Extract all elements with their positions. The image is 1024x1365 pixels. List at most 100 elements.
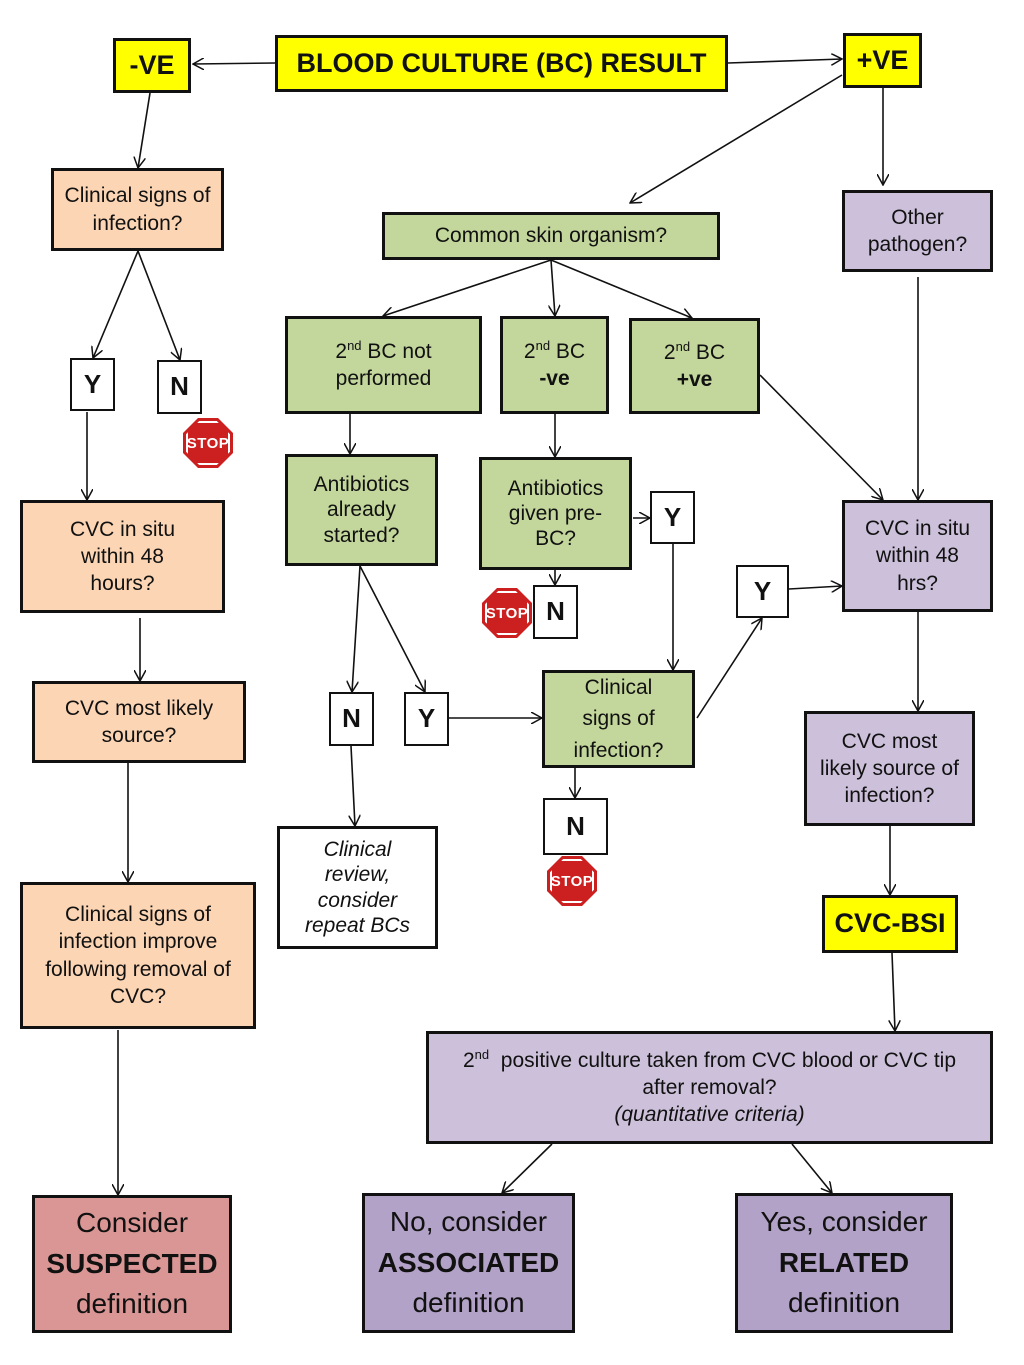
- stop-sign-icon: STOP: [482, 588, 532, 638]
- antibiotics-already-started-text: Antibiotics already started?: [313, 473, 410, 547]
- left-clinical-signs-text: Clinical signs of infection?: [64, 184, 211, 235]
- associated-definition-box: No, consider ASSOCIATED definition: [362, 1193, 575, 1333]
- arrow-second-to-related: [791, 1143, 832, 1193]
- arrow-signs-to-n: [137, 250, 180, 360]
- related-post: definition: [787, 1287, 901, 1319]
- related-bold: RELATED: [778, 1246, 910, 1278]
- second-positive-culture-num: 2: [462, 1048, 475, 1072]
- abx-given-yes-box: Y: [650, 491, 695, 544]
- antibiotics-already-started-box: Antibiotics already started?: [285, 454, 438, 566]
- blood-culture-result-box: BLOOD CULTURE (BC) RESULT: [275, 35, 728, 92]
- arrow-neg-to-signs: [138, 92, 151, 168]
- right-cvc-in-situ-text: CVC in situ within 48 hrs?: [864, 517, 971, 595]
- second-bc-positive-label: BC: [690, 340, 726, 364]
- arrow-signs-to-ycvc: [696, 618, 762, 719]
- suspected-post: definition: [75, 1288, 189, 1320]
- antibiotics-given-pre-bc-text: Antibiotics given pre-BC?: [507, 476, 604, 551]
- common-skin-organism-box: Common skin organism?: [382, 212, 720, 260]
- suspected-pre: Consider: [75, 1207, 189, 1239]
- middle-signs-yes-box: Y: [736, 565, 789, 618]
- second-bc-positive-sup: nd: [675, 338, 691, 354]
- middle-signs-yes-label: Y: [753, 575, 772, 606]
- arrow-abx-to-y: [359, 565, 425, 692]
- associated-pre: No, consider: [389, 1206, 548, 1238]
- middle-signs-no-label: N: [566, 810, 585, 841]
- positive-result-box: +VE: [843, 33, 922, 88]
- second-bc-not-performed-box: 2nd BC not performed: [285, 316, 482, 414]
- blood-culture-result-title: BLOOD CULTURE (BC) RESULT: [296, 47, 707, 78]
- right-cvc-in-situ-box: CVC in situ within 48 hrs?: [842, 500, 993, 612]
- related-pre: Yes, consider: [760, 1206, 928, 1238]
- negative-label: -VE: [129, 49, 175, 80]
- arrow-title-to-pos: [727, 59, 842, 63]
- left-cvc-in-situ-box: CVC in situ within 48 hours?: [20, 500, 225, 613]
- left-yes-box: Y: [70, 358, 115, 411]
- stop-sign-icon: STOP: [183, 418, 233, 468]
- second-bc-negative-line1: 2nd BC: [524, 338, 585, 365]
- left-clinical-signs-box: Clinical signs of infection?: [51, 168, 224, 251]
- arrow-bcpos-to-cvc: [759, 374, 883, 500]
- arrow-title-to-neg: [193, 63, 276, 64]
- abx-started-yes-box: Y: [404, 692, 449, 746]
- positive-label: +VE: [856, 44, 909, 75]
- left-cvc-in-situ-text: CVC in situ within 48 hours?: [69, 517, 176, 596]
- second-positive-culture-sup: nd: [474, 1046, 490, 1062]
- left-no-box: N: [157, 360, 202, 414]
- right-cvc-source-text: CVC most likely source of infection?: [820, 729, 959, 808]
- arrow-skin-to-pos: [550, 259, 692, 318]
- abx-given-yes-label: Y: [663, 501, 682, 532]
- abx-given-no-box: N: [533, 585, 578, 639]
- middle-clinical-signs-box: Clinical signs of infection?: [542, 670, 695, 768]
- abx-started-no-label: N: [342, 703, 361, 734]
- associated-post: definition: [412, 1287, 525, 1319]
- second-positive-culture-text: 2nd positive culture taken from CVC bloo…: [429, 1047, 990, 1102]
- left-no-label: N: [170, 371, 189, 402]
- second-bc-negative-label: BC: [550, 339, 586, 363]
- arrow-pos-to-skin: [630, 74, 843, 203]
- clinical-review-text: Clinical review, consider repeat BCs: [304, 838, 411, 937]
- arrow-y-to-cvc-right: [788, 586, 842, 589]
- arrow-second-to-assoc: [502, 1143, 553, 1193]
- cvc-bsi-label: CVC-BSI: [834, 908, 946, 939]
- clinical-review-box: Clinical review, consider repeat BCs: [277, 826, 438, 949]
- other-pathogen-text: Other pathogen?: [867, 205, 968, 256]
- arrow-review-down: [351, 745, 355, 826]
- arrow-bsi-to-second: [892, 952, 895, 1031]
- left-improve-box: Clinical signs of infection improve foll…: [20, 882, 256, 1029]
- related-definition-box: Yes, consider RELATED definition: [735, 1193, 953, 1333]
- negative-result-box: -VE: [113, 38, 191, 93]
- second-bc-positive-bold: +ve: [676, 368, 713, 391]
- suspected-definition-box: Consider SUSPECTED definition: [32, 1195, 232, 1333]
- abx-started-yes-label: Y: [417, 703, 436, 734]
- second-bc-positive-line1: 2nd BC: [664, 339, 725, 366]
- second-bc-positive-box: 2nd BC +ve: [629, 318, 760, 414]
- second-bc-negative-sup: nd: [535, 337, 551, 353]
- stop-sign-label: STOP: [186, 434, 230, 452]
- other-pathogen-box: Other pathogen?: [842, 190, 993, 272]
- common-skin-organism-text: Common skin organism?: [434, 224, 668, 248]
- second-bc-not-performed-num: 2: [335, 339, 348, 363]
- left-yes-label: Y: [83, 368, 102, 399]
- second-bc-negative-num: 2: [523, 339, 536, 363]
- second-bc-negative-box: 2nd BC -ve: [500, 316, 609, 414]
- abx-started-no-box: N: [329, 692, 374, 746]
- second-positive-culture-box: 2nd positive culture taken from CVC bloo…: [426, 1031, 993, 1144]
- second-positive-culture-label: positive culture taken from CVC blood or…: [489, 1048, 962, 1099]
- middle-clinical-signs-text: Clinical signs of infection?: [573, 675, 664, 762]
- abx-given-no-label: N: [546, 596, 565, 627]
- associated-bold: ASSOCIATED: [377, 1246, 560, 1278]
- second-bc-not-performed-text: 2nd BC not performed: [288, 338, 479, 393]
- arrow-abx-to-n: [352, 565, 361, 692]
- arrow-signs-to-y: [93, 250, 139, 358]
- antibiotics-given-pre-bc-box: Antibiotics given pre-BC?: [479, 457, 632, 570]
- second-bc-negative-bold: -ve: [539, 367, 570, 390]
- second-bc-not-performed-label: BC not performed: [335, 339, 432, 390]
- second-bc-not-performed-sup: nd: [347, 337, 362, 353]
- left-improve-text: Clinical signs of infection improve foll…: [45, 902, 231, 1008]
- arrow-skin-to-notperf: [383, 259, 552, 316]
- left-cvc-source-box: CVC most likely source?: [32, 681, 246, 763]
- stop-sign-icon: STOP: [547, 856, 597, 906]
- cvc-bsi-box: CVC-BSI: [822, 895, 958, 953]
- stop-sign-label: STOP: [485, 604, 529, 622]
